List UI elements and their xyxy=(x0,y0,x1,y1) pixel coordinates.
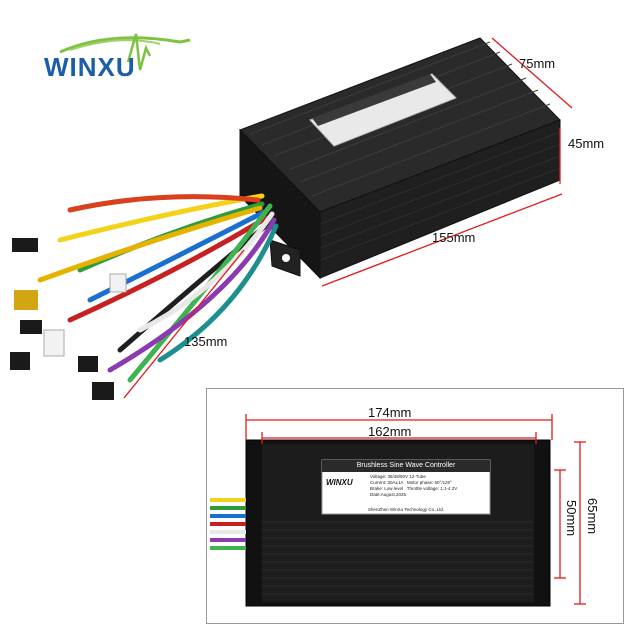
label-line4: Date:August,2025 xyxy=(370,492,407,497)
product-label: Brushless Sine Wave Controller WINXU Vol… xyxy=(322,460,490,514)
label-line3b: Throttle voltage: 1.1-4.2V xyxy=(406,486,458,491)
label-line3: Brake: Low level xyxy=(370,486,404,491)
logo-swoosh-icon xyxy=(59,33,191,71)
label-line2: Current: 30A±1A xyxy=(370,480,404,485)
label-line2b: Motor phase: 60°/120° xyxy=(407,480,452,485)
logo-text: WINXU xyxy=(44,52,136,82)
label-line1: Voltage: 36/48/60V 12-Tube xyxy=(370,474,426,479)
label-footer: ShenZhen WinXu Technology Co.,Ltd. xyxy=(367,507,445,512)
dim-length-label: 155mm xyxy=(432,230,476,245)
brand-logo xyxy=(40,22,200,92)
dim-inset-outer-label: 174mm xyxy=(368,405,412,420)
dim-inset-h-outer-label: 65mm xyxy=(585,498,600,535)
inset-frame xyxy=(206,388,624,624)
inset-front-view xyxy=(210,414,586,607)
dim-inset-h-inner-label: 50mm xyxy=(564,500,579,537)
dim-inset-inner-label: 162mm xyxy=(368,424,412,439)
label-brand: WINXU xyxy=(326,478,353,487)
dim-cable-label: 135mm xyxy=(184,334,228,349)
dim-width-label: 75mm xyxy=(519,56,556,71)
label-title: Brushless Sine Wave Controller xyxy=(356,462,456,469)
dim-height-label: 45mm xyxy=(568,136,605,151)
